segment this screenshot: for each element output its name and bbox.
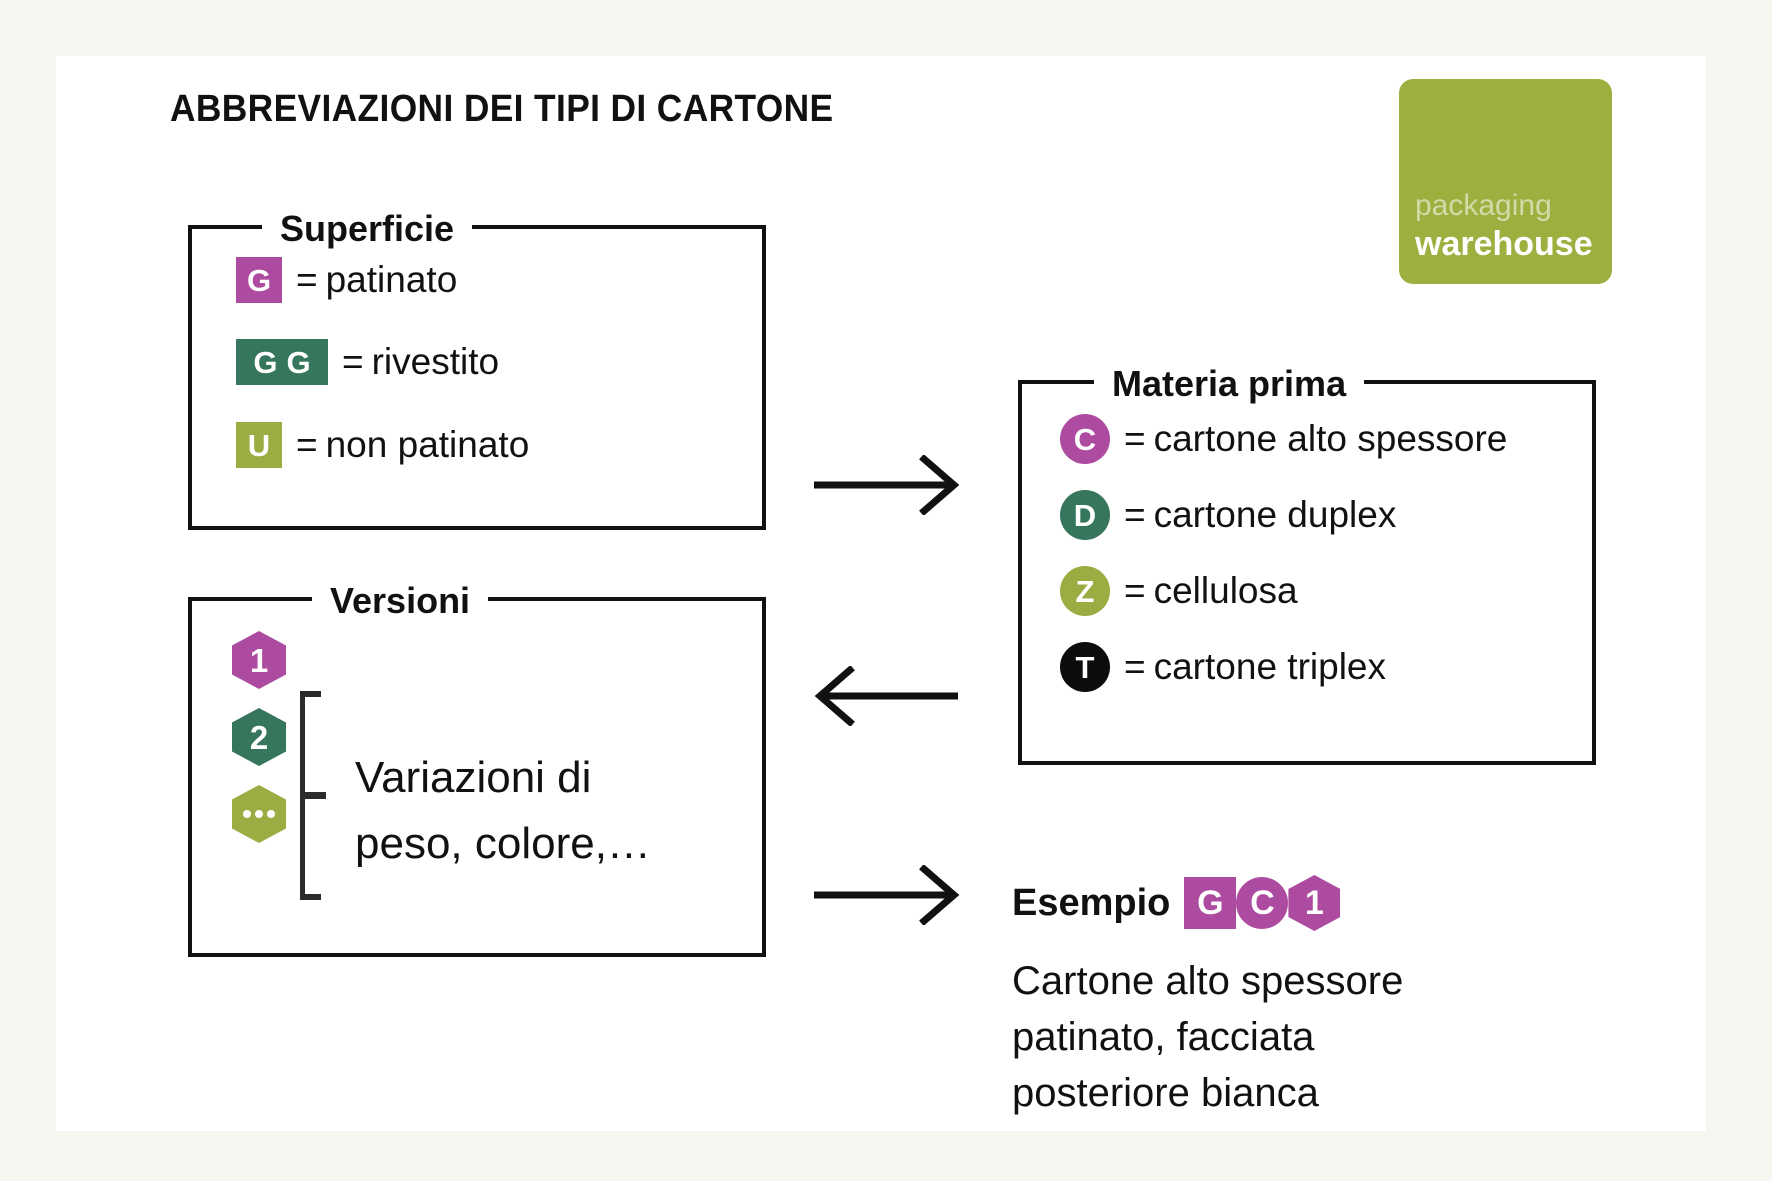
list-item-label: non patinato: [325, 424, 530, 465]
panel-materia-prima: Materia prima C = cartone alto spessore …: [1018, 358, 1596, 765]
packaging-warehouse-logo: packaging warehouse: [1399, 79, 1612, 284]
equals-sign: =: [296, 259, 318, 300]
list-item-label: rivestito: [371, 341, 500, 382]
panel-versioni-legend: Versioni: [312, 575, 489, 627]
equals-sign: =: [1124, 494, 1146, 535]
list-item-label: cartone duplex: [1153, 494, 1397, 535]
esempio-badge-g: G: [1184, 877, 1237, 929]
badge-hex-2: 2: [232, 708, 286, 766]
badge-g-square: G: [236, 257, 282, 303]
badge-hex-more-wrap: [232, 785, 286, 843]
badge-hex-2-wrap: 2: [232, 708, 286, 766]
equals-sign: =: [1124, 418, 1146, 459]
logo-line-warehouse: warehouse: [1415, 225, 1593, 263]
esempio-description: Cartone alto spessore patinato, facciata…: [1012, 959, 1404, 1115]
badge-gg-square: GG: [236, 339, 328, 385]
list-item: U = non patinato: [236, 422, 529, 468]
esempio-header: Esempio G C 1: [1012, 875, 1403, 931]
list-item: D = cartone duplex: [1060, 490, 1396, 540]
esempio-label: Esempio: [1012, 881, 1171, 924]
list-item-label: cartone triplex: [1153, 646, 1386, 687]
equals-sign: =: [296, 424, 318, 465]
list-item: GG = rivestito: [236, 339, 499, 385]
list-item: C = cartone alto spessore: [1060, 414, 1507, 464]
badge-c-circle: C: [1060, 414, 1110, 464]
logo-line-packaging: packaging: [1415, 189, 1552, 222]
badge-hex-1: 1: [232, 631, 286, 689]
list-item-label: cartone alto spessore: [1153, 418, 1508, 459]
page-title: ABBREVIAZIONI DEI TIPI DI CARTONE: [170, 88, 834, 130]
equals-sign: =: [1124, 570, 1146, 611]
ellipsis-icon: [243, 810, 275, 818]
arrow-superficie-to-materia-prima-icon: [814, 455, 960, 515]
esempio-block: Esempio G C 1 Cartone alto spessore pati…: [1012, 875, 1403, 1121]
equals-sign: =: [342, 341, 364, 382]
badge-u-square: U: [236, 422, 282, 468]
badge-hex-1-wrap: 1: [232, 631, 286, 689]
arrow-materia-prima-to-versioni-icon: [814, 666, 958, 726]
list-item-label: cellulosa: [1153, 570, 1298, 611]
arrow-versioni-to-esempio-icon: [814, 865, 960, 925]
panel-superficie-legend: Superficie: [262, 203, 473, 255]
esempio-badge-1: 1: [1288, 875, 1341, 931]
versioni-bracket: [300, 691, 326, 900]
list-item: Z = cellulosa: [1060, 566, 1298, 616]
list-item: T = cartone triplex: [1060, 642, 1386, 692]
badge-z-circle: Z: [1060, 566, 1110, 616]
list-item-label: patinato: [325, 259, 458, 300]
panel-superficie: Superficie G = patinato GG = rivestito U…: [188, 203, 766, 530]
badge-hex-more: [232, 785, 286, 843]
list-item: G = patinato: [236, 257, 457, 303]
esempio-badge-c: C: [1236, 877, 1289, 929]
badge-d-circle: D: [1060, 490, 1110, 540]
badge-t-circle: T: [1060, 642, 1110, 692]
equals-sign: =: [1124, 646, 1146, 687]
panel-versioni: Versioni 1 2: [188, 575, 766, 957]
panel-materia-prima-legend: Materia prima: [1094, 358, 1365, 410]
versioni-note: Variazioni di peso, colore,…: [355, 753, 651, 868]
